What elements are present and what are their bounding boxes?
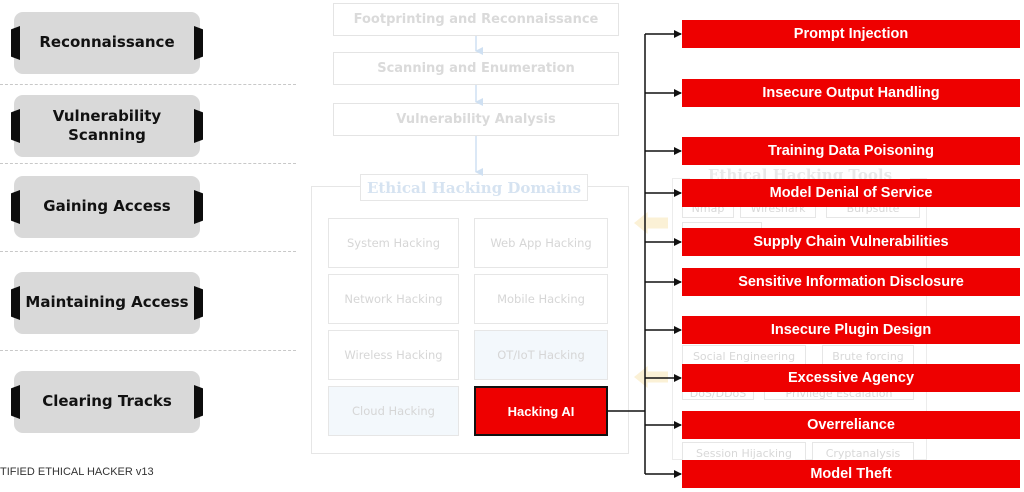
domain-hacking-ai: Hacking AI: [474, 386, 608, 436]
risk-overreliance: Overreliance: [682, 411, 1020, 439]
faded-arrow-icon: [634, 212, 668, 234]
tool-item: Session Hijacking: [682, 442, 806, 464]
pill-tab-left: [11, 190, 20, 224]
phase-vulnerability-scanning: Vulnerability Scanning: [14, 95, 200, 157]
risk-sensitive-information-disclosure: Sensitive Information Disclosure: [682, 268, 1020, 296]
pill-tab-right: [194, 190, 203, 224]
risk-prompt-injection: Prompt Injection: [682, 20, 1020, 48]
tool-item: Cryptanalysis: [812, 442, 914, 464]
footer-text: TIFIED ETHICAL HACKER v13: [0, 466, 154, 478]
phase-divider: [0, 350, 296, 351]
phase-divider: [0, 84, 296, 85]
risk-excessive-agency: Excessive Agency: [682, 364, 1020, 392]
phase-divider: [0, 251, 296, 252]
risk-training-data-poisoning: Training Data Poisoning: [682, 137, 1020, 165]
domain-network-hacking: Network Hacking: [328, 274, 459, 324]
risk-supply-chain-vulnerabilities: Supply Chain Vulnerabilities: [682, 228, 1020, 256]
risk-insecure-plugin-design: Insecure Plugin Design: [682, 316, 1020, 344]
pill-tab-right: [194, 26, 203, 60]
risk-insecure-output-handling: Insecure Output Handling: [682, 79, 1020, 107]
risk-model-denial-of-service: Model Denial of Service: [682, 179, 1020, 207]
pill-tab-left: [11, 385, 20, 419]
domain-wireless-hacking: Wireless Hacking: [328, 330, 459, 380]
phase-reconnaissance: Reconnaissance: [14, 12, 200, 74]
phase-divider: [0, 163, 296, 164]
pill-tab-left: [11, 109, 20, 143]
domain-cloud-hacking: Cloud Hacking: [328, 386, 459, 436]
domains-title: Ethical Hacking Domains: [360, 174, 588, 201]
pill-tab-right: [194, 385, 203, 419]
tool-item: Social Engineering: [682, 345, 806, 367]
pill-tab-left: [11, 286, 20, 320]
flow-step-vulnerability-analysis: Vulnerability Analysis: [333, 103, 619, 136]
phase-clearing-tracks: Clearing Tracks: [14, 371, 200, 433]
risk-model-theft: Model Theft: [682, 460, 1020, 488]
faded-arrow-icon: [634, 366, 668, 388]
pill-tab-left: [11, 26, 20, 60]
domain-system-hacking: System Hacking: [328, 218, 459, 268]
domain-mobile-hacking: Mobile Hacking: [474, 274, 608, 324]
phase-maintaining-access: Maintaining Access: [14, 272, 200, 334]
tool-item: Brute forcing: [822, 345, 914, 367]
flow-step-scanning: Scanning and Enumeration: [333, 52, 619, 85]
flow-step-footprinting: Footprinting and Reconnaissance: [333, 3, 619, 36]
domain-ot-iot-hacking: OT/IoT Hacking: [474, 330, 608, 380]
pill-tab-right: [194, 286, 203, 320]
phase-gaining-access: Gaining Access: [14, 176, 200, 238]
pill-tab-right: [194, 109, 203, 143]
domain-web-app-hacking: Web App Hacking: [474, 218, 608, 268]
